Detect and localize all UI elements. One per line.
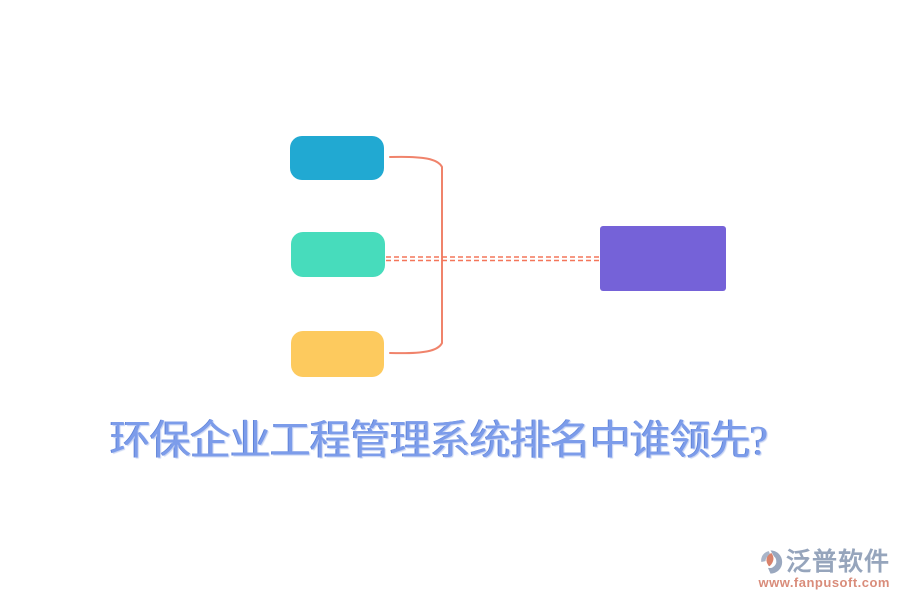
- branch-node-middle: [291, 232, 385, 277]
- branch-node-top: [290, 136, 384, 180]
- watermark: 泛普软件 www.fanpusoft.com: [740, 548, 890, 590]
- fanpu-logo-icon: [758, 548, 783, 576]
- brand-url: www.fanpusoft.com: [758, 575, 890, 590]
- page-title: 环保企业工程管理系统排名中谁领先?: [110, 417, 768, 463]
- target-node: [600, 226, 726, 291]
- branch-node-bottom: [291, 331, 384, 377]
- brand-name: 泛普软件: [785, 548, 890, 576]
- bracket-connector: [389, 155, 443, 355]
